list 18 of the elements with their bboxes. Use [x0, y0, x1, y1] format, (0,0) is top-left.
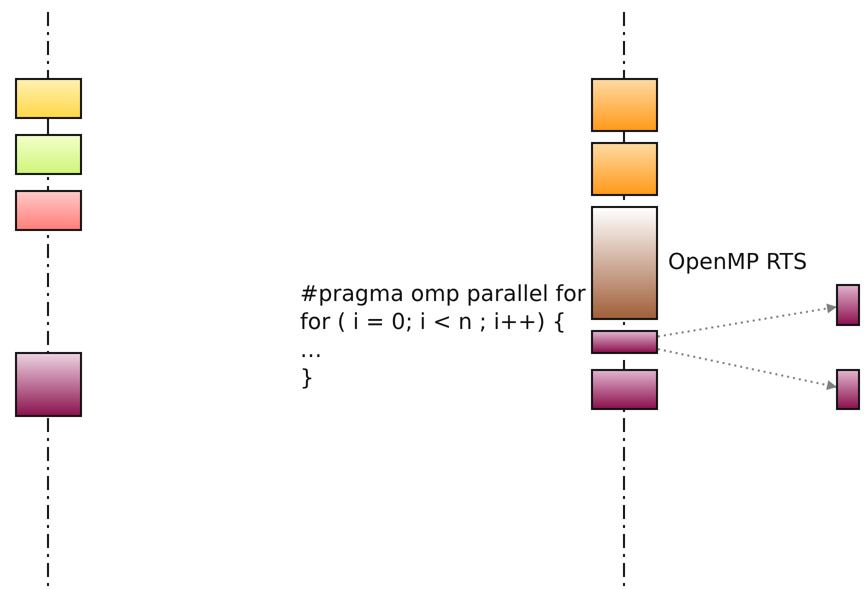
- process-box: [15, 190, 82, 231]
- code-line: …: [300, 338, 322, 364]
- runtime-label: OpenMP RTS: [668, 250, 808, 276]
- process-box: [591, 78, 658, 132]
- process-box: [591, 142, 658, 196]
- process-box: [836, 369, 860, 410]
- arrow: [658, 348, 837, 390]
- arrow: [658, 304, 837, 338]
- process-box: [15, 134, 82, 175]
- process-box: [15, 352, 82, 417]
- process-box: [591, 206, 658, 320]
- code-line: #pragma omp parallel for: [300, 282, 586, 308]
- process-box: [591, 369, 658, 410]
- process-box: [836, 284, 860, 326]
- code-line: for ( i = 0; i < n ; i++) {: [300, 310, 566, 336]
- code-line: }: [300, 366, 314, 392]
- process-box: [591, 330, 658, 354]
- process-box: [15, 78, 82, 119]
